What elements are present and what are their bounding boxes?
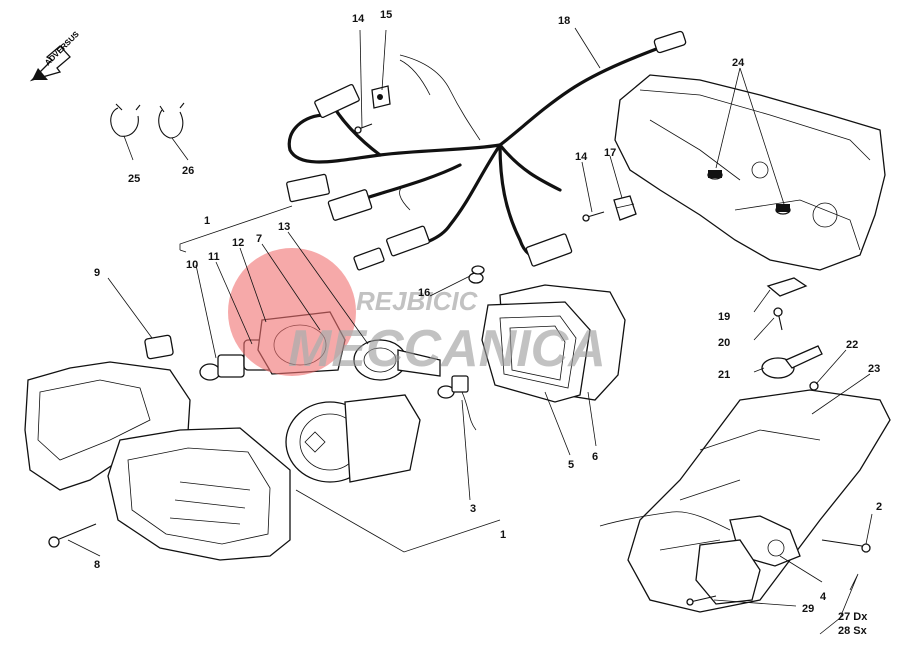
lamp-13 <box>353 339 441 381</box>
label-8: 8 <box>94 559 100 571</box>
connector-5 <box>525 233 573 267</box>
label-18: 18 <box>558 15 570 27</box>
label-10: 10 <box>186 259 198 271</box>
label-1b: 1 <box>500 529 506 541</box>
label-6: 6 <box>592 451 598 463</box>
label-22: 22 <box>846 339 858 351</box>
grommet-24a <box>707 170 723 180</box>
screw-29 <box>686 595 717 606</box>
label-1a: 1 <box>204 215 210 227</box>
watermark-top-text: REJBICIC <box>356 286 479 316</box>
clamp-17 <box>613 195 637 221</box>
label-5: 5 <box>568 459 574 471</box>
headlight-housing <box>481 284 626 403</box>
label-28: 28 Sx <box>838 625 868 637</box>
watermark-bottom-text: MECCANICA <box>288 320 606 378</box>
horn-21 <box>761 345 823 379</box>
label-11: 11 <box>208 251 220 263</box>
watermark-logo: REJBICIC MECCANICA <box>228 248 606 378</box>
rubber-cap-9 <box>144 334 174 360</box>
headlight-reflector-7 <box>285 394 421 483</box>
connector-3 <box>327 189 373 221</box>
clamp-15 <box>371 85 391 109</box>
label-27: 27 Dx <box>838 611 868 623</box>
bulb-3 <box>437 375 477 431</box>
clip-26 <box>158 102 185 139</box>
turn-signal <box>599 511 801 605</box>
screw-20 <box>773 307 783 331</box>
bulb-10 <box>199 354 245 381</box>
label-15: 15 <box>380 9 392 21</box>
connector-1 <box>314 83 360 119</box>
label-4: 4 <box>820 591 827 603</box>
fairing-bracket <box>614 74 886 271</box>
label-12: 12 <box>232 237 244 249</box>
label-23: 23 <box>868 363 880 375</box>
label-7: 7 <box>256 233 262 245</box>
screw-14a <box>354 123 373 134</box>
label-26: 26 <box>182 165 194 177</box>
label-25: 25 <box>128 173 140 185</box>
bracket-19 <box>766 277 808 297</box>
connector-4 <box>386 225 430 257</box>
watermark-circle <box>228 248 356 376</box>
part-labels: 1 1 2 3 4 5 6 7 8 9 10 11 12 13 14 14 15… <box>94 9 882 637</box>
label-19: 19 <box>718 311 730 323</box>
screw-14b <box>582 211 605 222</box>
label-29: 29 <box>802 603 814 615</box>
screw-8 <box>48 523 97 548</box>
screw-2 <box>821 539 871 553</box>
connector-6 <box>353 247 385 271</box>
label-24: 24 <box>732 57 745 69</box>
leader-lines <box>67 27 873 635</box>
headlight-assembly-left <box>24 361 291 561</box>
direction-arrow-icon: ADVERSUS <box>29 29 81 82</box>
spring-washer-16 <box>468 265 485 284</box>
label-14a: 14 <box>352 13 365 25</box>
label-2: 2 <box>876 501 882 513</box>
label-3: 3 <box>470 503 476 515</box>
label-9: 9 <box>94 267 100 279</box>
label-17: 17 <box>604 147 616 159</box>
label-13: 13 <box>278 221 290 233</box>
label-21: 21 <box>718 369 730 381</box>
label-14b: 14 <box>575 151 588 163</box>
label-20: 20 <box>718 337 730 349</box>
label-16: 16 <box>418 287 430 299</box>
connector-2 <box>286 173 330 203</box>
grommet-24b <box>775 204 791 215</box>
clip-25 <box>110 103 141 137</box>
lower-fairing <box>627 389 891 613</box>
